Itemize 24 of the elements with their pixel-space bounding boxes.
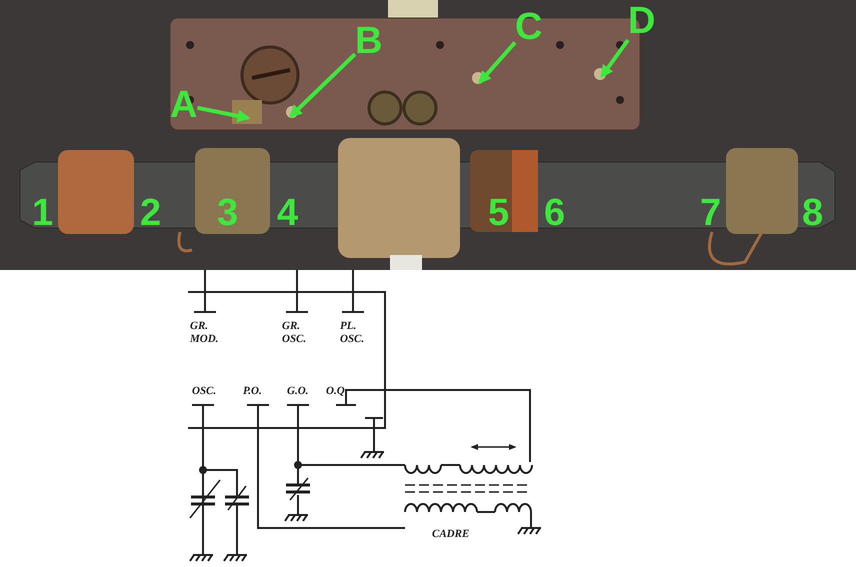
terminal-label: O.Q [326,385,345,398]
terminal-label: G.O. [287,385,308,398]
callout-number: 4 [277,194,298,232]
callout-number: 2 [140,194,162,232]
callout-number: 7 [700,194,722,232]
callout-letter: B [355,22,382,60]
terminal-label: PL. OSC. [340,320,366,346]
callout-letter: A [170,86,198,124]
callout-number: 1 [32,194,54,232]
terminal-label: GR. OSC. [282,320,308,346]
terminal-label: OSC. [192,385,216,398]
arrow [289,52,356,118]
coil-label: CADRE [432,528,470,541]
arrow [478,41,516,84]
callout-number: 3 [217,194,238,232]
terminal-label: P.O. [243,385,262,398]
callout-number: 6 [544,194,566,232]
callout-letter: C [515,8,542,46]
callout-letter: D [628,2,656,40]
arrow [197,106,250,122]
arrow [600,38,630,78]
callout-number: 8 [802,194,824,232]
terminal-label: GR. MOD. [190,320,220,346]
callout-number: 5 [488,194,510,232]
